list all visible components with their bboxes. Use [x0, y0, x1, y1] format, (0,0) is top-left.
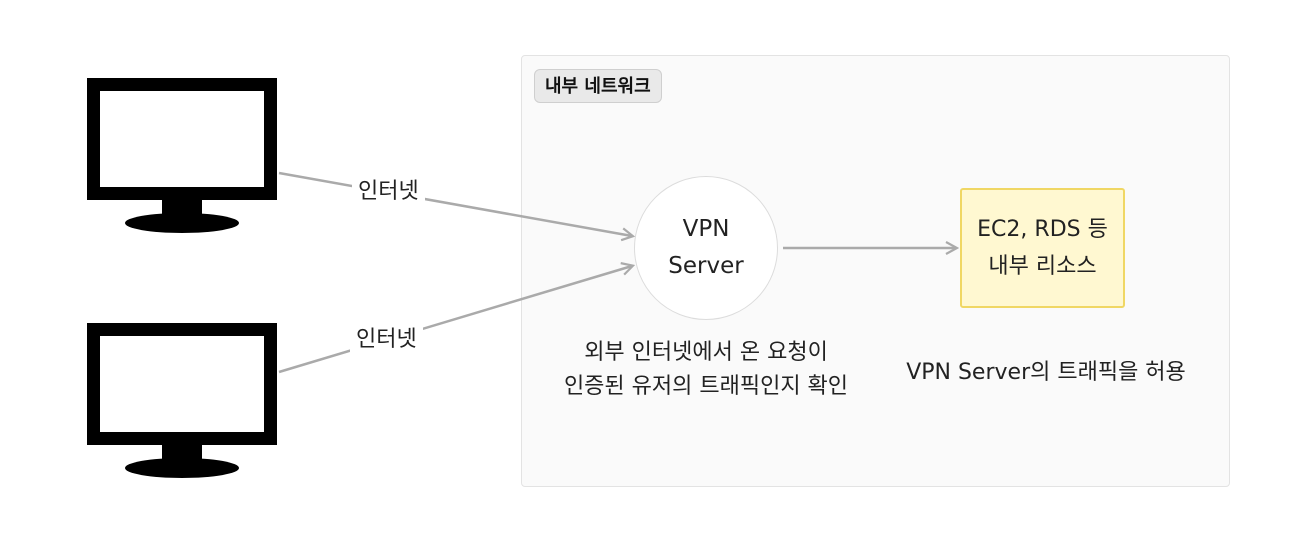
edge-label-internet-top: 인터넷 [352, 177, 425, 207]
vpn-server-label-line1: VPN [682, 216, 730, 242]
vpn-caption-line1: 외부 인터넷에서 온 요청이 [584, 340, 828, 365]
resource-label-line1: EC2, RDS 등 [977, 217, 1108, 242]
vpn-server-node: VPN Server [634, 176, 778, 320]
internal-network-label: 내부 네트워크 [534, 69, 662, 103]
vpn-server-label-line2: Server [668, 253, 744, 279]
monitor-icon [87, 78, 277, 233]
connector-bottom-monitor-to-vpn [278, 266, 632, 374]
edge-label-internet-bottom: 인터넷 [350, 325, 423, 355]
vpn-caption-line2: 인증된 유저의 트래픽인지 확인 [563, 374, 849, 399]
monitor-icon [87, 323, 277, 478]
resource-label-line2: 내부 리소스 [988, 254, 1097, 279]
internal-resource-node: EC2, RDS 등 내부 리소스 [960, 188, 1125, 308]
connector-top-monitor-to-vpn [278, 171, 632, 236]
vpn-caption: 외부 인터넷에서 온 요청이 인증된 유저의 트래픽인지 확인 [541, 336, 871, 404]
resource-caption: VPN Server의 트래픽을 허용 [906, 360, 1186, 385]
